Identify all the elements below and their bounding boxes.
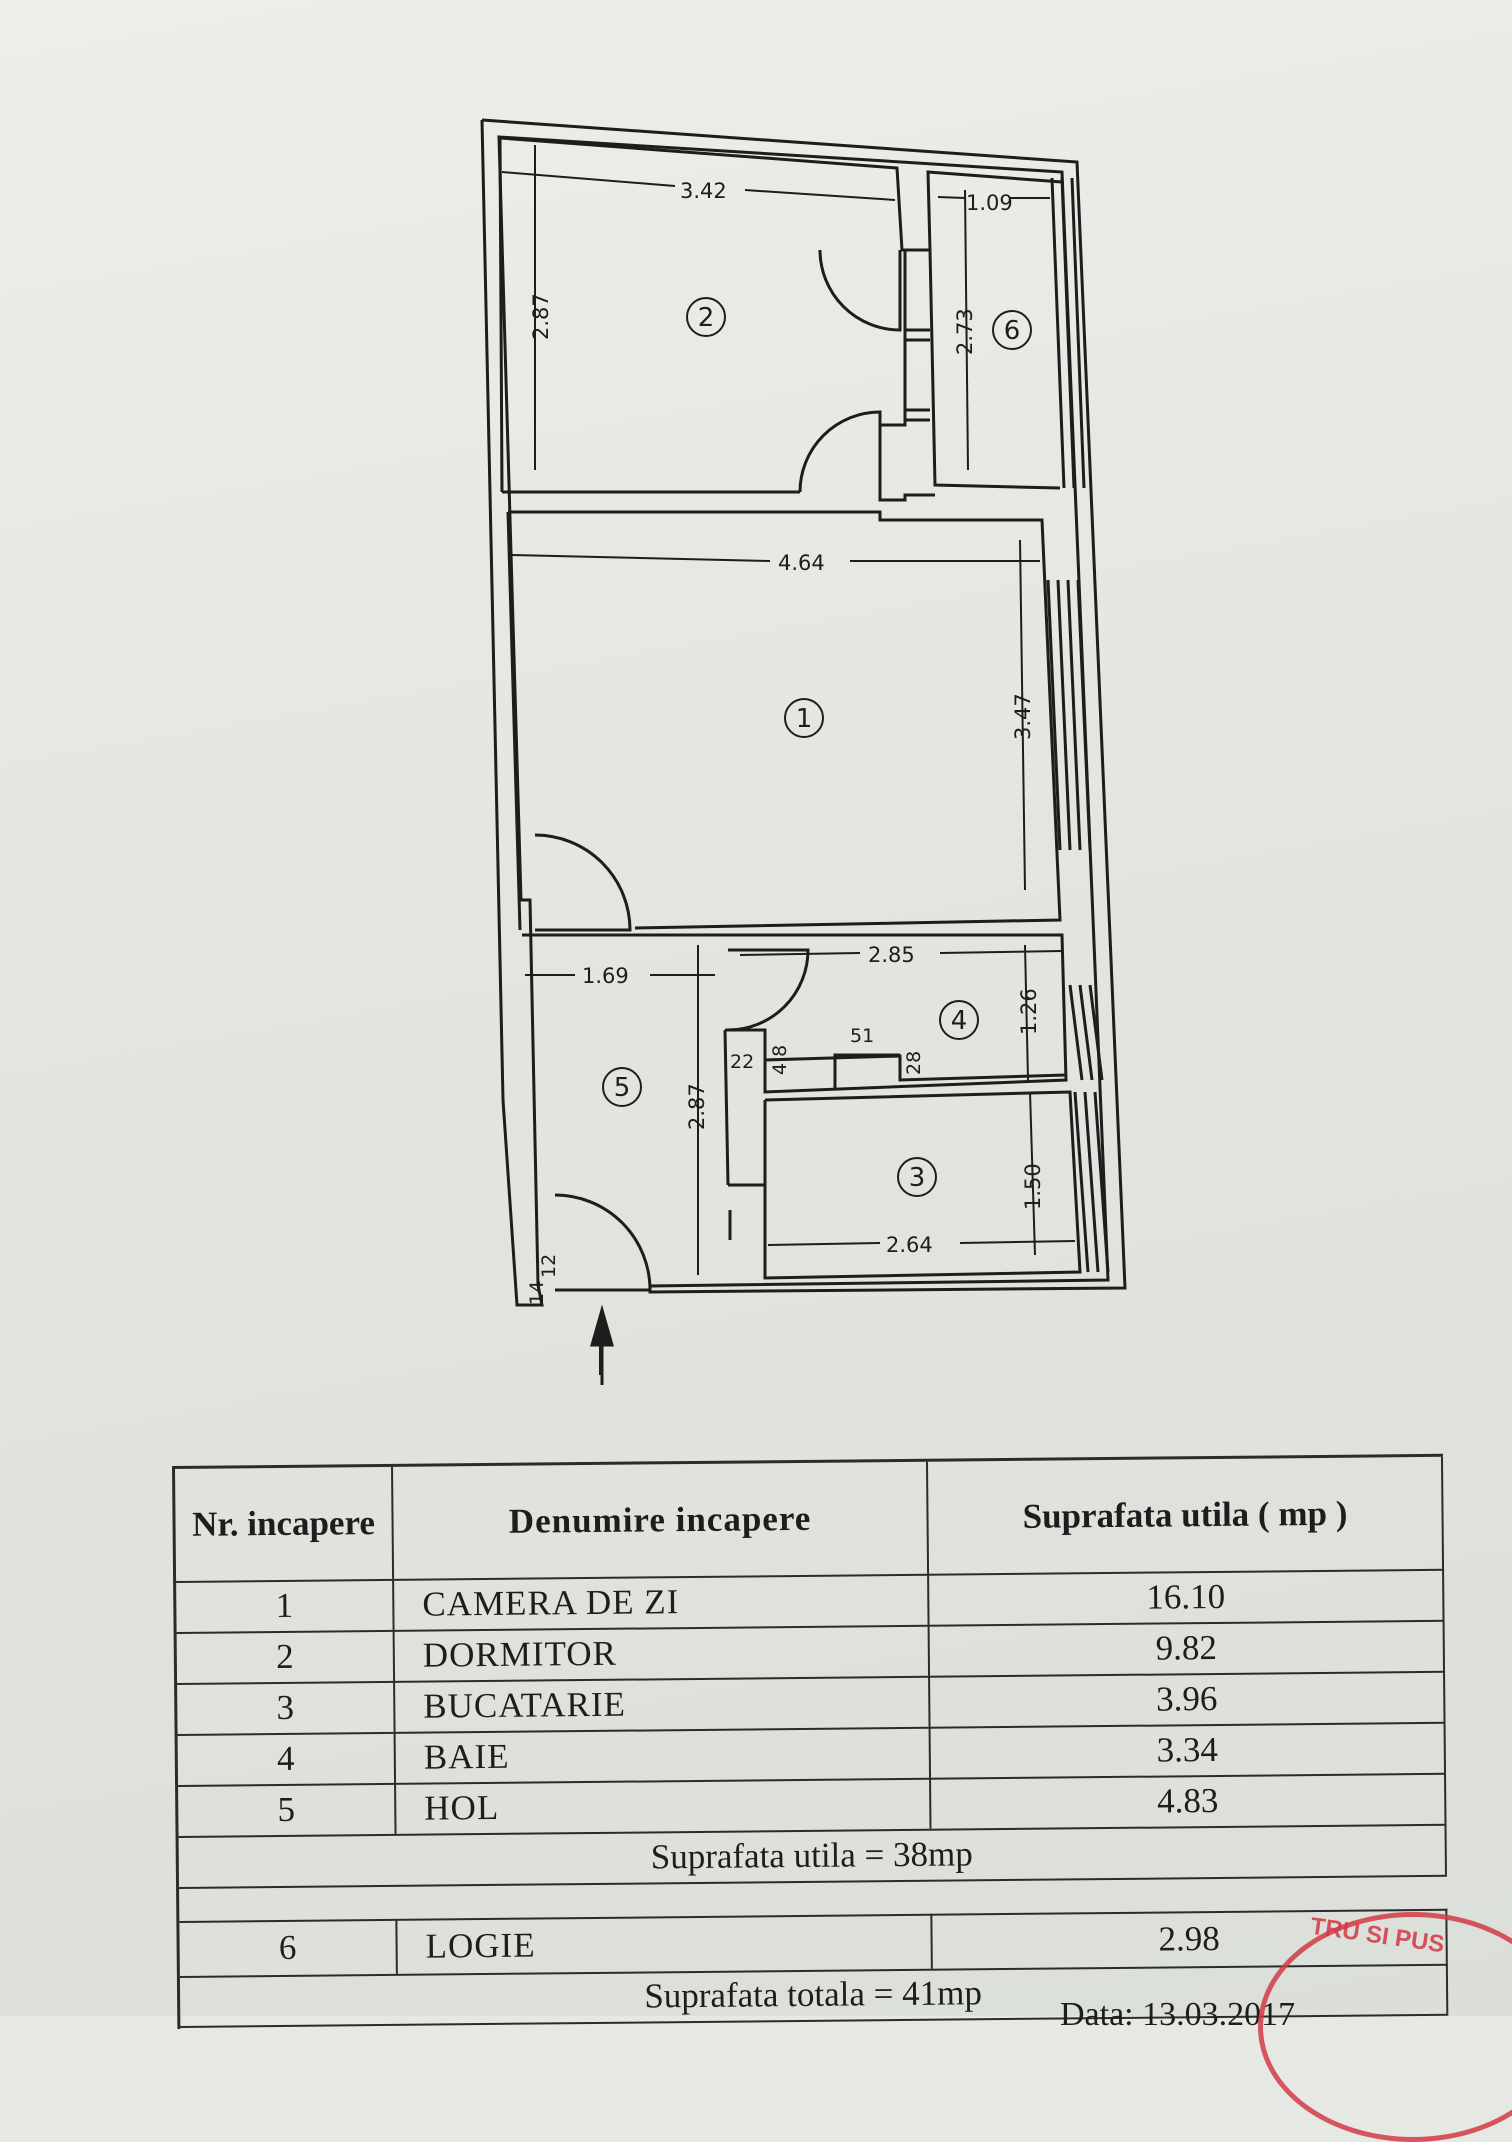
row-4-nr: 4: [177, 1731, 397, 1785]
row-5-area: 4.83: [931, 1772, 1447, 1829]
door-swing-baie: [727, 948, 810, 1032]
row-1-name: CAMERA DE ZI: [394, 1573, 930, 1630]
dim-22: 22: [730, 1051, 754, 1073]
dim-4.64: 4.64: [778, 551, 825, 575]
outer-wall: [480, 118, 1127, 1307]
row-6-name: LOGIE: [397, 1913, 933, 1974]
dim-28: 28: [903, 1051, 925, 1075]
dim-2.87-hol: 2.87: [685, 1083, 709, 1130]
dim-14: 14: [526, 1281, 548, 1305]
dim-2.73: 2.73: [953, 308, 977, 355]
room-4-walls: [522, 933, 1068, 1094]
row-4-name: BAIE: [395, 1726, 932, 1783]
header-nr: Nr. incapere: [175, 1466, 395, 1581]
door-swing-hol: [534, 833, 632, 932]
door-swing-room1-top: [798, 410, 882, 493]
room-number-6: 6: [1004, 316, 1021, 346]
dim-1.26: 1.26: [1017, 988, 1041, 1035]
room-number-2: 2: [698, 303, 715, 333]
row-3-nr: 3: [177, 1680, 396, 1734]
room-number-1: 1: [796, 704, 813, 734]
row-3-area: 3.96: [930, 1670, 1446, 1727]
room-number-3: 3: [909, 1163, 926, 1193]
door-swing-room2: [818, 249, 902, 332]
row-3-name: BUCATARIE: [395, 1675, 931, 1732]
dim-51: 51: [850, 1025, 874, 1047]
row-2-name: DORMITOR: [394, 1624, 931, 1681]
row-5-nr: 5: [178, 1782, 397, 1836]
dim-3.42: 3.42: [680, 179, 727, 203]
room-area-table: Nr. incapere Denumire incapere Suprafata…: [172, 1453, 1449, 2029]
door-swing-entrance: [554, 1193, 652, 1292]
room-2-walls: [499, 136, 1063, 252]
dim-1.09: 1.09: [966, 191, 1013, 215]
header-area: Suprafata utila ( mp ): [927, 1456, 1445, 1574]
header-name: Denumire incapere: [393, 1461, 930, 1579]
row-6-nr: 6: [179, 1918, 398, 1976]
row-2-area: 9.82: [929, 1619, 1446, 1676]
table-header-row: Nr. incapere Denumire incapere Suprafata…: [175, 1456, 1445, 1583]
room-1-walls: [508, 510, 1062, 930]
dim-48: 4.8: [769, 1045, 791, 1075]
dim-1.50: 1.50: [1021, 1163, 1045, 1210]
dim-1.69: 1.69: [582, 964, 629, 988]
dim-2.85: 2.85: [868, 943, 915, 967]
row-1-nr: 1: [176, 1578, 395, 1632]
room-number-4: 4: [951, 1006, 968, 1036]
row-5-name: HOL: [396, 1777, 932, 1834]
dim-12: 12: [538, 1254, 560, 1278]
room-number-5: 5: [614, 1073, 631, 1103]
floor-plan: 3.42 2.87 1.09 2.73 4.64 3.47 1.69 2.85 …: [480, 118, 1127, 1385]
dim-2.87-room2: 2.87: [529, 293, 553, 340]
row-1-area: 16.10: [929, 1568, 1445, 1625]
dim-2.64: 2.64: [886, 1233, 933, 1257]
row-4-area: 3.34: [930, 1721, 1447, 1778]
row-2-nr: 2: [176, 1629, 396, 1683]
dim-3.47: 3.47: [1011, 693, 1035, 740]
